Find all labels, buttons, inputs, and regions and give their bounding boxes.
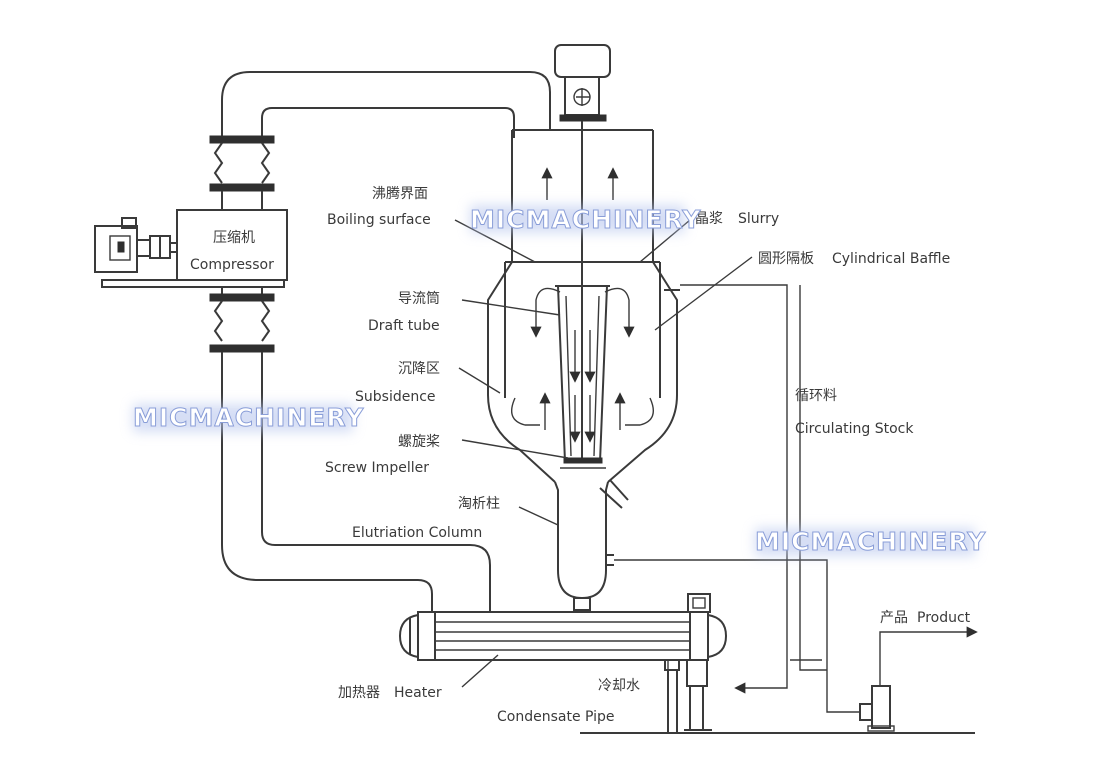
label-baffle-cn: 圆形隔板 [758,251,814,267]
compressor: 压缩机 Compressor [94,209,288,288]
label-condensate-en: Condensate Pipe [497,709,615,725]
crystallizer-vessel [487,44,680,611]
heater [398,593,728,661]
label-boiling-en: Boiling surface [327,212,431,228]
compressor-label-en: Compressor [190,257,274,273]
label-draft-cn: 导流筒 [398,290,440,307]
label-product-cn: 产品 [880,610,908,626]
label-heater-en: Heater [394,685,442,701]
vapor-down-pipe [221,352,491,612]
label-screw-cn: 螺旋桨 [398,433,440,450]
circulation-lines [580,284,978,734]
label-draft-en: Draft tube [368,318,440,334]
compressor-label-cn: 压缩机 [213,230,255,246]
label-slurry-cn: 晶浆 [695,211,723,227]
label-settle-en: Subsidence [355,389,436,405]
label-screw-en: Screw Impeller [325,460,429,476]
label-baffle-en: Cylindrical Baffle [832,251,950,267]
condensate-pipe [664,659,712,732]
label-circ-en: Circulating Stock [795,421,914,437]
label-heater-cn: 加热器 [338,685,380,701]
flex-joint-top [209,135,275,210]
watermarks: MICMACHINERY MICMACHINERY MICMACHINERY [133,205,986,557]
label-circ-cn: 循环料 [795,388,837,404]
label-cooling-cn: 冷却水 [598,678,640,694]
label-boiling-cn: 沸腾界面 [372,185,428,202]
label-settle-cn: 沉降区 [398,361,440,377]
watermark-3: MICMACHINERY [755,527,986,556]
labels: 沸腾界面 Boiling surface 晶浆 Slurry 圆形隔板 Cyli… [325,185,971,725]
label-slurry-en: Slurry [738,211,779,227]
watermark-2: MICMACHINERY [133,403,364,432]
flex-joint-bottom [209,287,275,353]
vapor-pipe [221,71,551,140]
label-elutriation-cn: 淘析柱 [458,496,500,512]
label-product-en: Product [917,610,971,626]
watermark-1: MICMACHINERY [470,205,701,234]
label-elutriation-en: Elutriation Column [352,525,482,541]
